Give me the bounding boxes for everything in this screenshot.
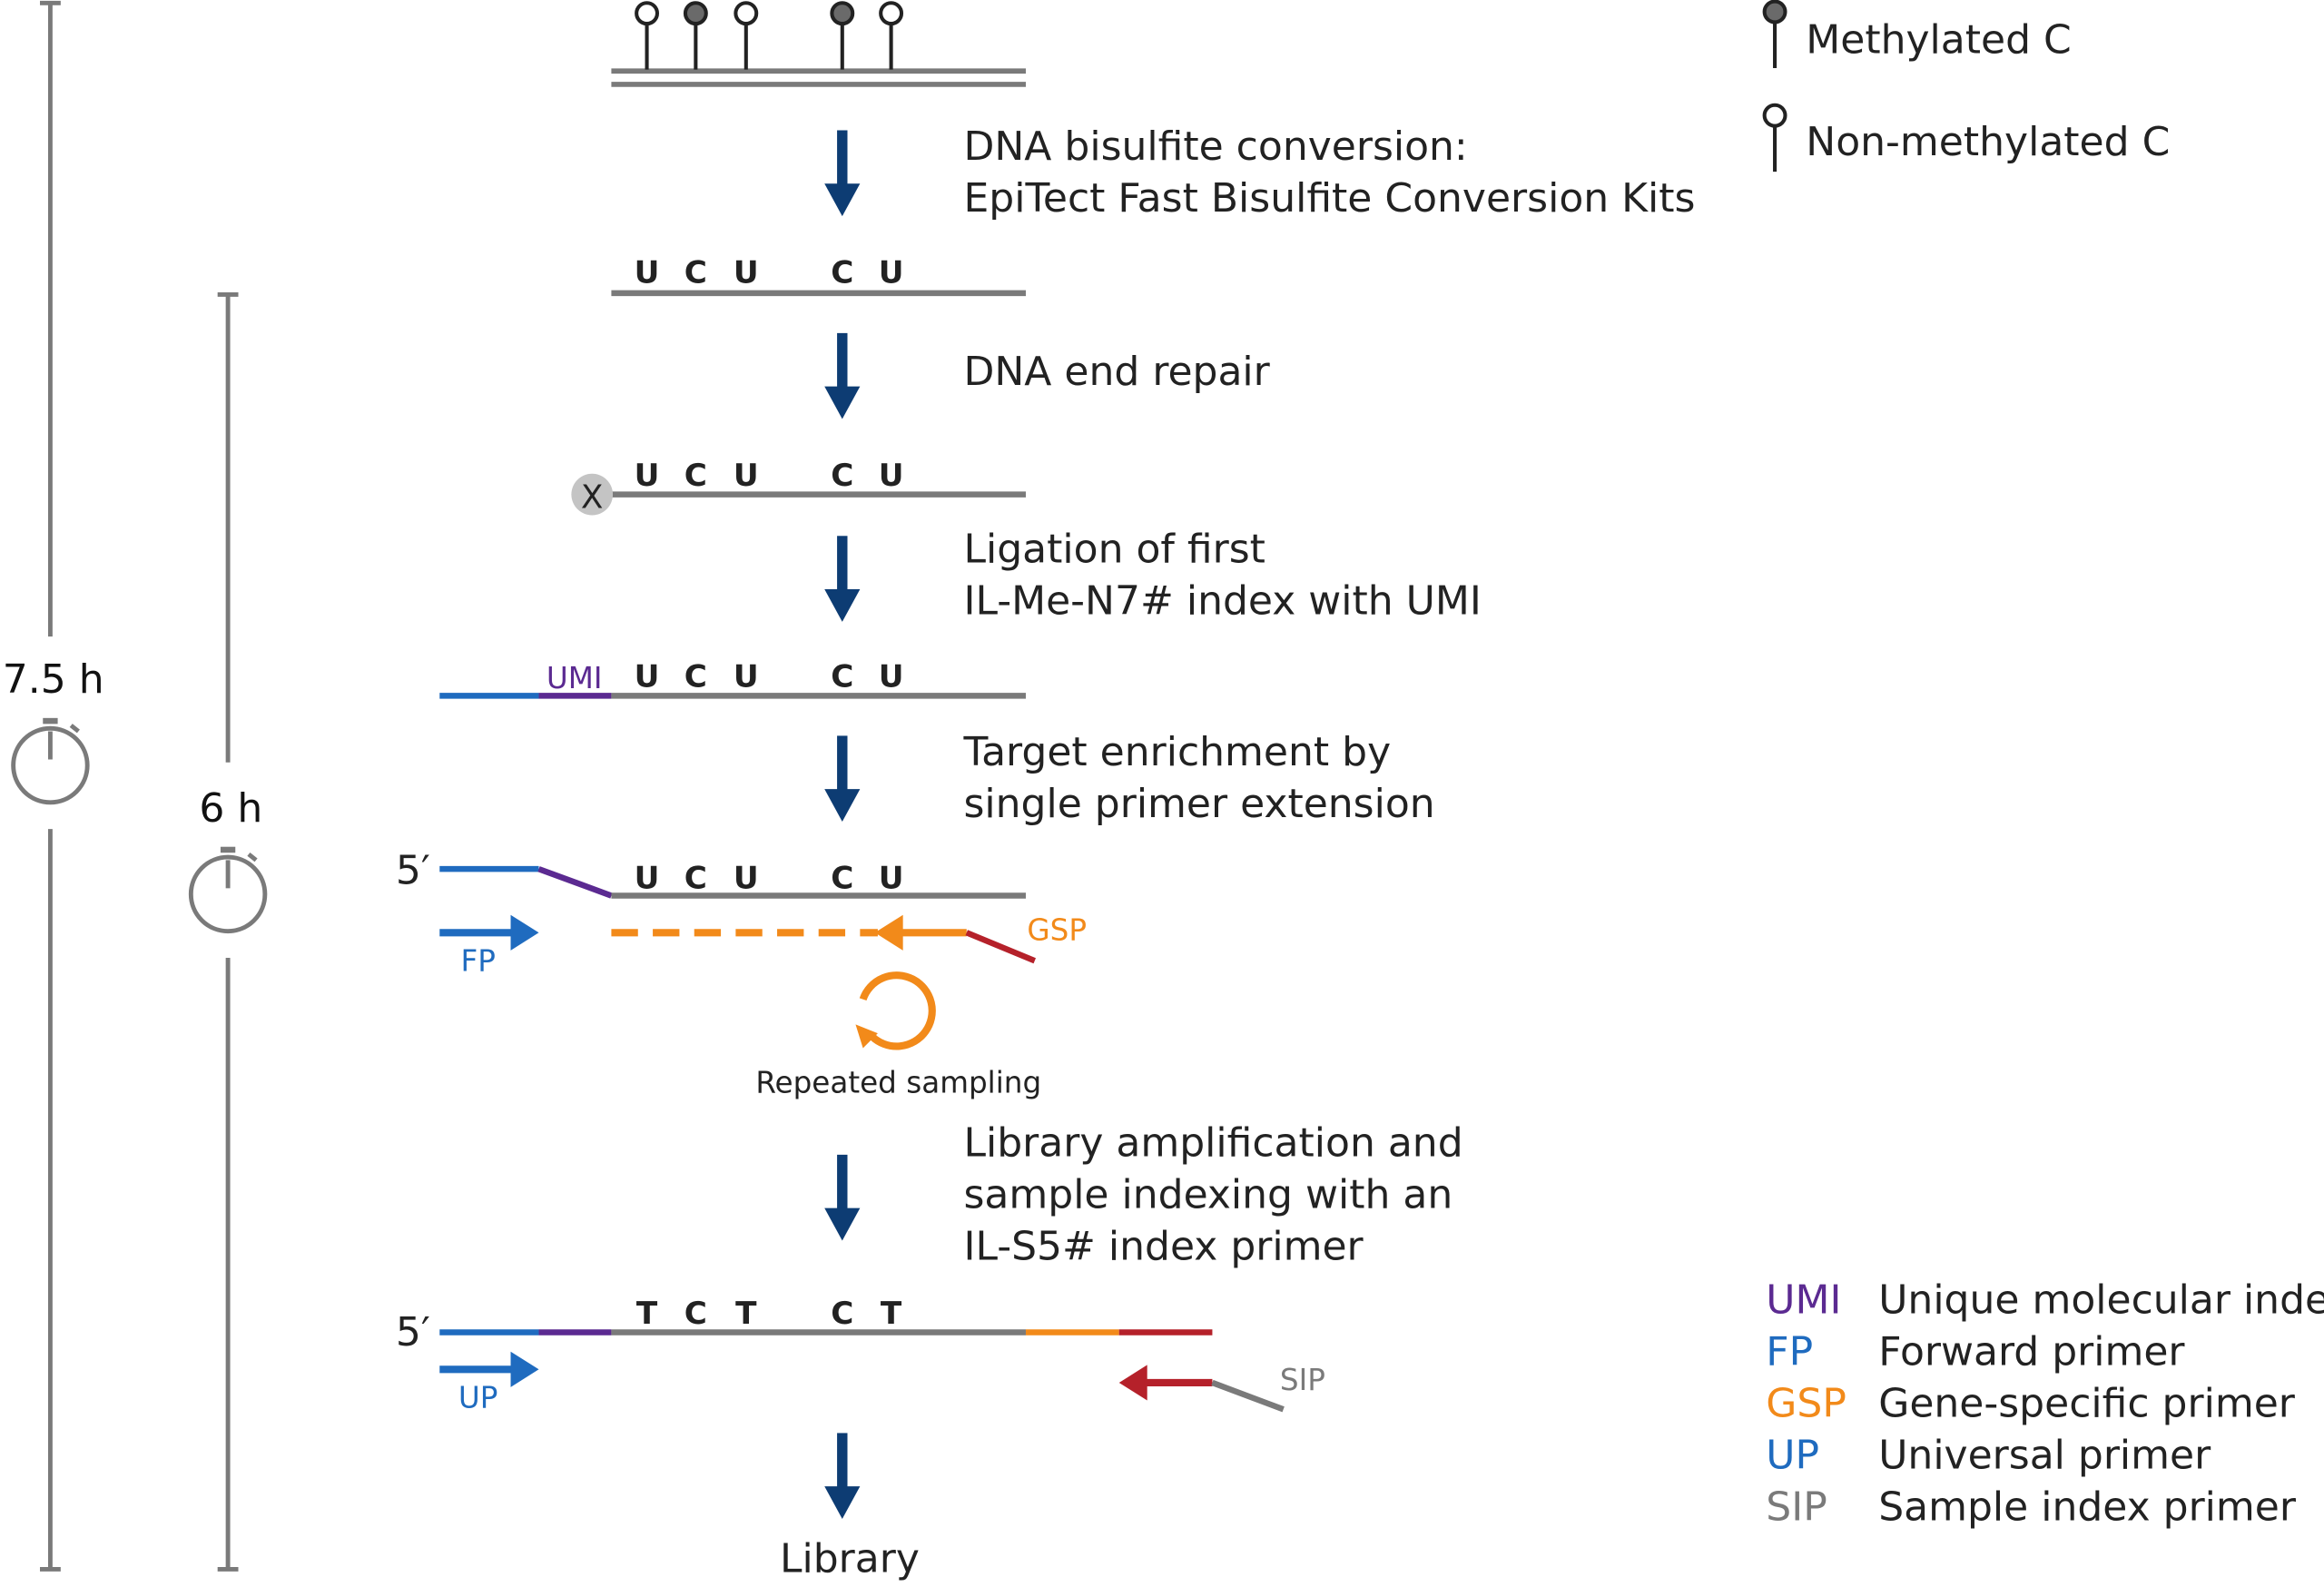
svg-text:C: C <box>831 1296 853 1332</box>
gene-specific-primer-arrow-icon <box>611 914 1037 964</box>
svg-text:U: U <box>879 458 904 494</box>
svg-text:C: C <box>684 659 707 695</box>
legend-abbreviations: UMI Unique molecular index FP Forward pr… <box>1766 1276 2324 1530</box>
methylated-c-icon <box>830 1 855 26</box>
legend-methylation: Methylated C Non-methylated C <box>1762 0 2170 172</box>
umi-label: UMI <box>547 661 603 695</box>
repeat-cycle-icon <box>855 971 936 1050</box>
genomic-dna <box>611 1 1026 87</box>
svg-text:SIP: SIP <box>1766 1484 1827 1531</box>
stopwatch-icon <box>14 718 88 803</box>
svg-text:U: U <box>635 860 660 896</box>
timing-partial <box>217 292 239 1572</box>
sip-label: SIP <box>1280 1363 1325 1397</box>
svg-text:U: U <box>734 860 759 896</box>
timing-partial-label: 6 h <box>199 785 262 832</box>
step-2-line-1: DNA end repair <box>964 349 1271 395</box>
svg-text:U: U <box>879 254 904 291</box>
svg-text:Universal primer: Universal primer <box>1878 1433 2211 1479</box>
step-5-line-3: IL-S5# index primer <box>964 1224 1364 1270</box>
non-methylated-c-icon <box>1762 103 1787 128</box>
blocked-end-icon <box>571 473 614 516</box>
svg-text:U: U <box>635 254 660 291</box>
gsp-label: GSP <box>1027 912 1087 947</box>
svg-text:C: C <box>684 860 707 896</box>
sample-index-primer-arrow-icon <box>1118 1365 1285 1413</box>
step-arrow-icon <box>824 1154 861 1241</box>
svg-text:5′: 5′ <box>396 847 430 893</box>
step-4-line-2: single primer extension <box>964 781 1435 827</box>
repeated-sampling-label: Repeated sampling <box>755 1065 1041 1099</box>
svg-text:UMI: UMI <box>1766 1276 1841 1323</box>
ligated-dna: UMI U C U C U <box>439 659 1026 699</box>
methylated-c-icon <box>1762 0 1787 25</box>
step-arrow-icon <box>824 130 861 217</box>
step-3-line-2: IL-Me-N7# index with UMI <box>964 578 1482 625</box>
svg-text:U: U <box>734 659 759 695</box>
svg-text:Methylated C: Methylated C <box>1806 17 2071 64</box>
converted-dna: U C U C U <box>611 254 1026 297</box>
svg-text:U: U <box>734 254 759 291</box>
step-4-line-1: Target enrichment by <box>963 729 1392 775</box>
end-repaired-dna: X U C U C U <box>571 458 1026 516</box>
timing-total <box>40 0 61 1572</box>
svg-text:U: U <box>879 860 904 896</box>
svg-text:U: U <box>734 458 759 494</box>
svg-text:C: C <box>684 254 707 291</box>
svg-text:U: U <box>879 659 904 695</box>
svg-text:Non-methylated C: Non-methylated C <box>1806 119 2170 165</box>
step-arrow-icon <box>824 536 861 622</box>
library-label: Library <box>780 1536 920 1582</box>
step-arrow-icon <box>824 735 861 822</box>
svg-text:UP: UP <box>1766 1433 1819 1479</box>
svg-text:C: C <box>684 458 707 494</box>
svg-text:U: U <box>635 458 660 494</box>
forward-primer-arrow-icon <box>439 914 539 951</box>
up-label: UP <box>458 1381 498 1415</box>
svg-text:Unique molecular index: Unique molecular index <box>1878 1276 2324 1323</box>
svg-text:U: U <box>635 659 660 695</box>
svg-text:C: C <box>831 458 853 494</box>
svg-text:T: T <box>636 1296 658 1332</box>
universal-primer-arrow-icon <box>439 1351 539 1387</box>
svg-text:GSP: GSP <box>1766 1380 1846 1426</box>
step-3-line-1: Ligation of first <box>964 527 1265 573</box>
step-5-line-1: Library amplification and <box>964 1119 1463 1166</box>
stopwatch-icon <box>191 847 265 932</box>
methylated-c-icon <box>683 1 708 26</box>
step-arrow-icon <box>824 332 861 419</box>
step-1-line-2: EpiTect Fast Bisulfite Conversion Kits <box>964 175 1696 222</box>
svg-text:X: X <box>581 478 604 516</box>
svg-text:C: C <box>684 1296 707 1332</box>
svg-text:T: T <box>881 1296 902 1332</box>
svg-text:5′: 5′ <box>396 1309 430 1355</box>
step-arrow-icon <box>824 1433 861 1519</box>
svg-text:C: C <box>831 860 853 896</box>
non-methylated-c-icon <box>635 1 660 26</box>
step-1-line-1: DNA bisulfite conversion: <box>964 123 1468 170</box>
non-methylated-c-icon <box>879 1 904 26</box>
timing-total-label: 7.5 h <box>3 656 104 703</box>
svg-text:T: T <box>735 1296 757 1332</box>
svg-text:FP: FP <box>1766 1328 1813 1375</box>
svg-text:Gene-specific primer: Gene-specific primer <box>1878 1380 2296 1426</box>
svg-text:Forward primer: Forward primer <box>1878 1328 2185 1375</box>
non-methylated-c-icon <box>734 1 759 26</box>
library-amplification: 5′ T C T C T UP SIP <box>396 1296 1325 1415</box>
target-enrichment: 5′ U C U C U FP GSP Repeated sampling <box>396 847 1087 1099</box>
svg-text:C: C <box>831 659 853 695</box>
svg-text:C: C <box>831 254 853 291</box>
svg-text:Sample index primer: Sample index primer <box>1878 1484 2297 1531</box>
step-5-line-2: sample indexing with an <box>964 1172 1453 1218</box>
fp-label: FP <box>460 944 495 979</box>
